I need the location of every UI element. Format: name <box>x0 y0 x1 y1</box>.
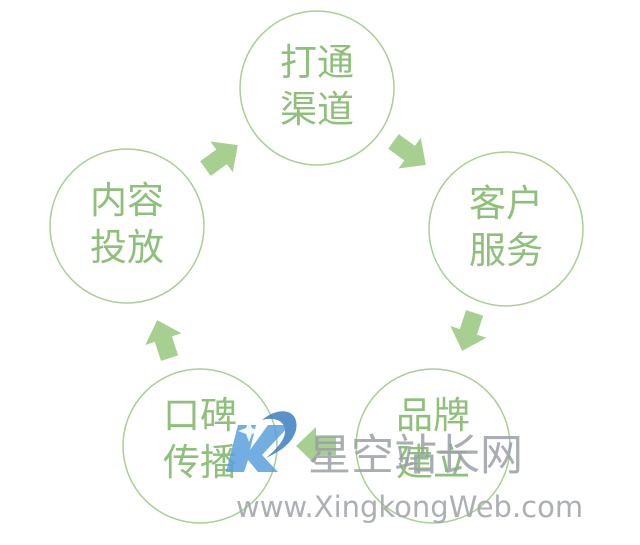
node-top-line2: 渠道 <box>280 88 354 131</box>
arrow-top-to-right <box>382 126 437 181</box>
node-circle-top <box>239 10 395 166</box>
node-left-line1: 内容 <box>90 179 164 222</box>
node-right-line1: 客户 <box>469 182 543 225</box>
node-circle-bottom-right <box>355 368 511 524</box>
watermark-logo-icon <box>226 411 297 472</box>
watermark-url: www.XingkongWeb.com <box>236 490 583 524</box>
arrow-left-to-top <box>194 129 249 184</box>
node-right-line2: 服务 <box>469 229 543 272</box>
node-left-line2: 投放 <box>90 226 164 269</box>
arrow-bottom-left-to-left <box>139 314 188 364</box>
watermark-title: 星空站长网 <box>308 431 523 481</box>
node-bottom-left-line2: 传播 <box>163 441 237 484</box>
node-circle-left <box>49 148 205 304</box>
node-top-line1: 打通 <box>280 41 354 84</box>
node-bottom-left-line1: 口碑 <box>163 394 237 437</box>
node-bottom-right-line2: 建立 <box>396 441 470 484</box>
node-circle-bottom-left <box>122 368 278 524</box>
node-circle-right <box>428 151 584 307</box>
arrow-right-to-bottom-right <box>444 307 493 357</box>
node-bottom-right-line1: 品牌 <box>396 394 470 437</box>
